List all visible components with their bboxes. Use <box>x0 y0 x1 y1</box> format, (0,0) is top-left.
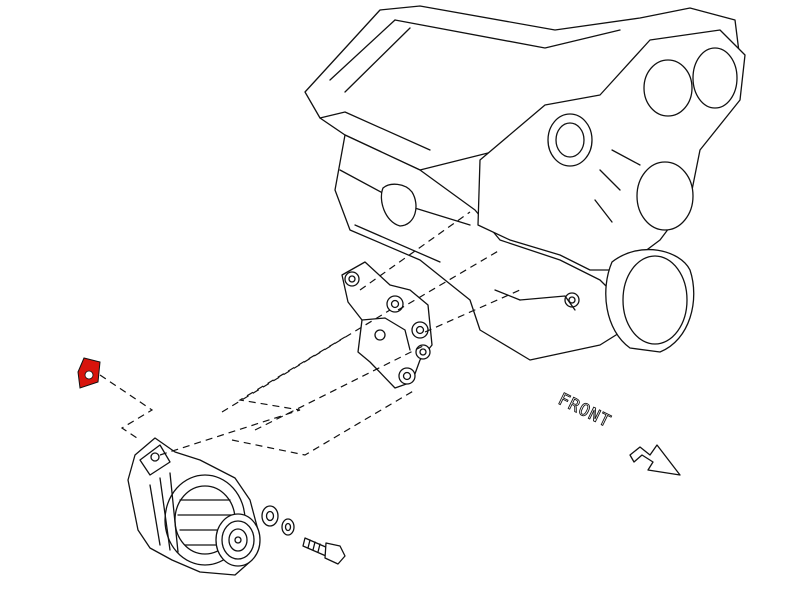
highlighted-spacer <box>77 357 101 389</box>
washer-small <box>281 518 295 536</box>
engine-block <box>304 5 746 361</box>
front-direction-indicator: FRONT <box>554 389 681 476</box>
assembly-leader-lines <box>99 211 521 456</box>
front-label: FRONT <box>555 390 614 433</box>
alternator-bracket <box>341 261 433 389</box>
mounting-bolt <box>302 537 346 565</box>
front-arrow-icon <box>629 444 681 476</box>
alternator <box>127 437 261 576</box>
washer-large <box>261 505 279 527</box>
